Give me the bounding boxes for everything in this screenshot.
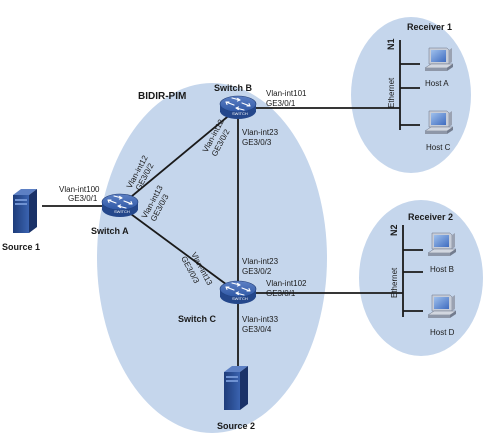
- host-c-label: Host C: [426, 143, 451, 152]
- c-src-vlan: Vlan-int33: [242, 315, 279, 324]
- b-c-vlan: Vlan-int23: [242, 128, 279, 137]
- link-switch-a-switch-c: [119, 205, 239, 294]
- host-d-label: Host D: [430, 328, 455, 337]
- switch-b-logo: SWITCH: [232, 111, 248, 116]
- c-b-vlan: Vlan-int23: [242, 257, 279, 266]
- receiver-2-network-name: N2: [389, 224, 399, 236]
- host-a-label: Host A: [425, 79, 449, 88]
- source-2-name: Source 2: [217, 421, 255, 431]
- domain-label: BIDIR-PIM: [138, 91, 186, 102]
- b-c-port: GE3/0/3: [242, 138, 272, 147]
- b-r1-vlan: Vlan-int101: [266, 89, 307, 98]
- switch-a-name: Switch A: [91, 226, 129, 236]
- switch-c-icon: [219, 280, 257, 306]
- receiver-1-network: [351, 17, 471, 173]
- a-src-port: GE3/0/1: [68, 194, 98, 203]
- switch-a-icon: [101, 193, 139, 219]
- receiver-1-segment: Ethernet: [387, 77, 396, 108]
- host-c-pc-icon: [424, 110, 454, 135]
- c-r2-vlan: Vlan-int102: [266, 279, 307, 288]
- c-r2-port: GE3/0/1: [266, 289, 296, 298]
- receiver-2-segment: Ethernet: [390, 267, 399, 298]
- source-2-server-icon: [224, 366, 248, 410]
- a-src-vlan: Vlan-int100: [59, 185, 100, 194]
- receiver-1-ethernet: [399, 40, 420, 130]
- receiver-2-name: Receiver 2: [408, 212, 453, 222]
- receiver-2-network: [359, 200, 483, 356]
- switch-b-icon: [219, 95, 257, 121]
- source-1-server-icon: [13, 189, 37, 233]
- receiver-1-network-name: N1: [386, 38, 396, 50]
- source-1-name: Source 1: [2, 242, 40, 252]
- switch-a-logo: SWITCH: [114, 209, 130, 214]
- bidir-pim-domain: [97, 83, 327, 433]
- switch-c-logo: SWITCH: [232, 296, 248, 301]
- links: [42, 107, 403, 368]
- link-switch-a-switch-b: [119, 107, 239, 207]
- host-b-pc-icon: [427, 232, 457, 257]
- receiver-2-ethernet: [402, 225, 423, 317]
- c-src-port: GE3/0/4: [242, 325, 272, 334]
- receiver-1-name: Receiver 1: [407, 22, 452, 32]
- b-r1-port: GE3/0/1: [266, 99, 296, 108]
- switch-c-name: Switch C: [178, 314, 217, 324]
- switch-b-name: Switch B: [214, 83, 253, 93]
- host-a-pc-icon: [424, 47, 454, 72]
- host-b-label: Host B: [430, 265, 454, 274]
- host-d-pc-icon: [427, 294, 457, 319]
- c-b-port: GE3/0/2: [242, 267, 272, 276]
